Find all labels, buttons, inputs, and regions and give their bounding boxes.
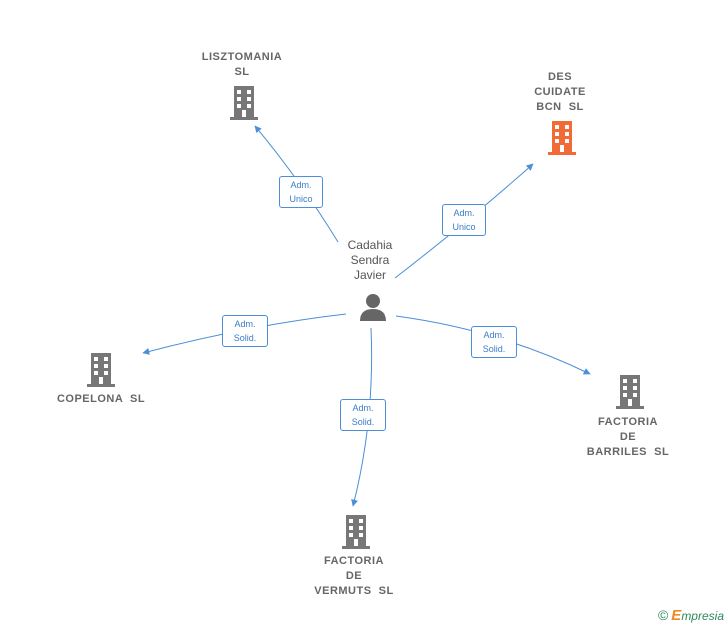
company-label-copelona[interactable]: COPELONA SL xyxy=(45,392,157,407)
building-icon[interactable] xyxy=(341,515,371,549)
company-label-des-cuidate[interactable]: DES CUIDATE BCN SL xyxy=(512,70,608,115)
company-label-line: DE xyxy=(619,431,637,443)
company-label-line: BCN SL xyxy=(536,101,584,113)
brand-footer[interactable]: ©Empresia xyxy=(658,607,724,624)
building-icon[interactable] xyxy=(615,375,645,409)
relation-label-line: Unico xyxy=(452,222,476,232)
relation-label-line: Solid. xyxy=(351,417,375,427)
company-label-line: DE xyxy=(345,570,363,582)
company-label-line: FACTORIA xyxy=(323,555,385,567)
company-label-line: FACTORIA xyxy=(597,416,659,428)
company-label-line: LISZTOMANIA xyxy=(201,51,283,63)
relation-badge-factoria-vermuts: Adm. Solid. xyxy=(340,399,386,431)
person-name-line: Javier xyxy=(353,268,386,282)
building-icon[interactable] xyxy=(229,86,259,120)
company-label-line: SL xyxy=(234,66,250,78)
building-icon[interactable] xyxy=(547,121,577,155)
company-label-line: BARRILES SL xyxy=(586,446,670,458)
company-label-factoria-barriles[interactable]: FACTORIA DE BARRILES SL xyxy=(578,415,678,460)
company-label-lisztomania[interactable]: LISZTOMANIA SL xyxy=(192,50,292,80)
relation-label-line: Adm. xyxy=(290,180,312,190)
relation-label-line: Unico xyxy=(289,194,313,204)
relation-badge-factoria-barriles: Adm. Solid. xyxy=(471,326,517,358)
brand-logo-initial: E xyxy=(671,607,682,624)
copyright-icon: © xyxy=(657,607,669,623)
company-label-line: DES xyxy=(547,71,573,83)
relation-label-line: Adm. xyxy=(483,330,505,340)
person-name-line: Sendra xyxy=(350,253,390,267)
building-icon[interactable] xyxy=(86,353,116,387)
relation-badge-lisztomania: Adm. Unico xyxy=(279,176,323,208)
person-name[interactable]: Cadahia Sendra Javier xyxy=(330,238,410,283)
person-icon[interactable] xyxy=(359,292,387,322)
relation-label-line: Solid. xyxy=(482,344,506,354)
person-name-line: Cadahia xyxy=(347,238,393,252)
relation-label-line: Adm. xyxy=(352,403,374,413)
relation-label-line: Adm. xyxy=(234,319,256,329)
relation-label-line: Solid. xyxy=(233,333,257,343)
brand-name: mpresia xyxy=(681,609,724,623)
company-label-line: COPELONA SL xyxy=(56,393,146,405)
company-label-factoria-vermuts[interactable]: FACTORIA DE VERMUTS SL xyxy=(304,554,404,599)
company-label-line: CUIDATE xyxy=(534,86,586,98)
relation-badge-copelona: Adm. Solid. xyxy=(222,315,268,347)
company-label-line: VERMUTS SL xyxy=(314,585,394,597)
relation-label-line: Adm. xyxy=(453,208,475,218)
relation-badge-des-cuidate: Adm. Unico xyxy=(442,204,486,236)
